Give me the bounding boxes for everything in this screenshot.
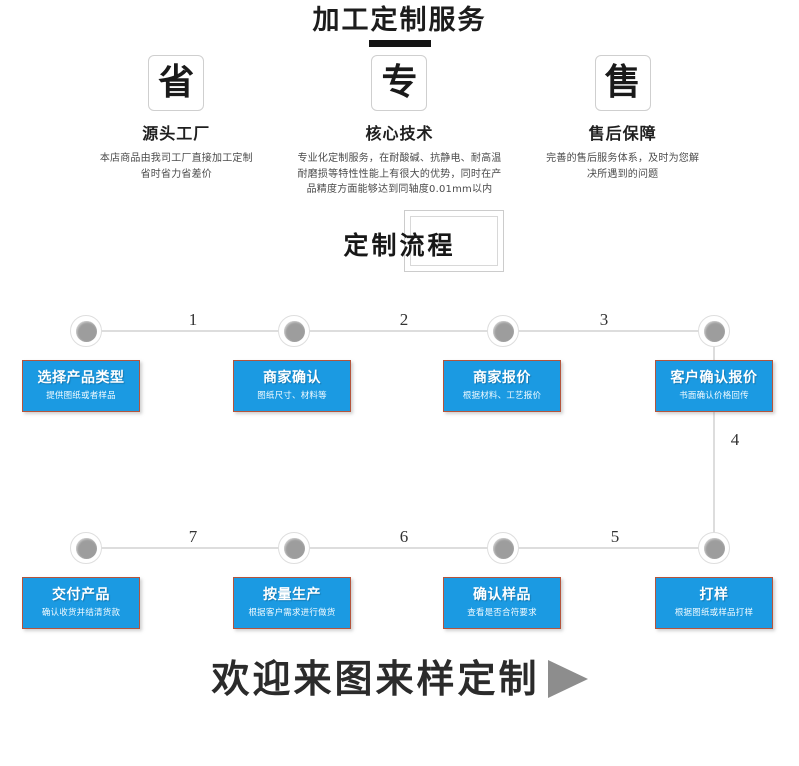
step-number-5: 5 (610, 527, 620, 546)
flow-card-title: 打样 (699, 587, 729, 604)
flow-card-title: 客户确认报价 (670, 370, 758, 387)
feature-description: 专业化定制服务，在耐酸碱、抗静电、耐高温耐磨损等特性性能上有很大的优势，同时在产… (297, 153, 502, 195)
flow-card-title: 确认样品 (473, 587, 531, 604)
save-character-badge: 省 (148, 55, 205, 111)
flow-card-title: 按量生产 (263, 587, 321, 604)
flow-node-1 (70, 315, 102, 347)
aftersales-character-badge: 售 (594, 55, 651, 111)
flow-node-2 (278, 315, 310, 347)
flow-card-title: 交付产品 (52, 587, 110, 604)
step-number-2: 2 (399, 310, 409, 329)
section-heading-label: 定制流程 (343, 231, 456, 260)
flow-card-subtitle: 根据图纸或样品打样 (674, 608, 754, 619)
flow-card-subtitle: 查看是否合符要求 (467, 608, 537, 619)
flow-card-select-product-type[interactable]: 选择产品类型 提供图纸或者样品 (22, 360, 140, 412)
flow-card-subtitle: 书面确认价格回传 (679, 391, 749, 402)
flow-card-title: 商家报价 (473, 370, 531, 387)
feature-list: 省 源头工厂 本店商品由我司工厂直接加工定制省时省力省差价 专 核心技术 专业化… (0, 55, 799, 198)
feature-item-after-sales: 售 售后保障 完善的售后服务体系，及时为您解决所遇到的问题 (518, 55, 727, 198)
page-title: 加工定制服务 (312, 5, 487, 36)
flow-node-8 (70, 532, 102, 564)
flow-card-sampling[interactable]: 打样 根据图纸或样品打样 (655, 577, 773, 629)
flow-card-subtitle: 确认收货并结清货款 (41, 608, 121, 619)
flow-node-6 (487, 532, 519, 564)
feature-title: 源头工厂 (142, 124, 211, 143)
feature-description: 本店商品由我司工厂直接加工定制省时省力省差价 (99, 153, 253, 180)
flow-connector-bottom (86, 547, 714, 549)
flow-node-4 (698, 315, 730, 347)
feature-description: 完善的售后服务体系，及时为您解决所遇到的问题 (546, 153, 700, 180)
flow-card-title: 商家确认 (263, 370, 321, 387)
step-number-3: 3 (599, 310, 609, 329)
flow-card-deliver-product[interactable]: 交付产品 确认收货并结清货款 (22, 577, 140, 629)
specialty-character-badge: 专 (371, 55, 428, 111)
flow-card-merchant-quote[interactable]: 商家报价 根据材料、工艺报价 (443, 360, 561, 412)
step-number-7: 7 (188, 527, 198, 546)
flow-card-subtitle: 图纸尺寸、材料等 (257, 391, 327, 402)
flow-connector-top (86, 330, 714, 332)
flow-card-confirm-sample[interactable]: 确认样品 查看是否合符要求 (443, 577, 561, 629)
flow-node-5 (698, 532, 730, 564)
right-arrow-icon (547, 660, 588, 698)
feature-item-source-factory: 省 源头工厂 本店商品由我司工厂直接加工定制省时省力省差价 (72, 55, 281, 198)
step-number-6: 6 (399, 527, 409, 546)
feature-title: 核心技术 (365, 124, 434, 143)
title-underline-bar (368, 39, 431, 47)
flow-card-subtitle: 根据客户需求进行做货 (248, 608, 336, 619)
heading-decoration-inner (410, 216, 498, 266)
flow-node-7 (278, 532, 310, 564)
flow-card-mass-production[interactable]: 按量生产 根据客户需求进行做货 (233, 577, 351, 629)
footer-banner: 欢迎来图来样定制 (0, 660, 799, 698)
page-header: 加工定制服务 (0, 6, 799, 47)
section-heading: 定制流程 (0, 210, 799, 278)
footer-slogan: 欢迎来图来样定制 (211, 657, 540, 701)
flow-card-customer-confirm-quote[interactable]: 客户确认报价 书面确认价格回传 (655, 360, 773, 412)
flow-card-subtitle: 根据材料、工艺报价 (462, 391, 542, 402)
flow-card-title: 选择产品类型 (37, 370, 125, 387)
flow-node-3 (487, 315, 519, 347)
flow-connector-right (713, 330, 715, 548)
heading-decoration-outer (404, 210, 504, 272)
feature-item-core-technology: 专 核心技术 专业化定制服务，在耐酸碱、抗静电、耐高温耐磨损等特性性能上有很大的… (281, 55, 519, 198)
step-number-1: 1 (188, 310, 198, 329)
flow-card-merchant-confirm[interactable]: 商家确认 图纸尺寸、材料等 (233, 360, 351, 412)
process-flow-diagram: 1 2 3 4 5 6 7 选择产品类型 提供图纸或者样品 商家确认 图纸尺寸、… (0, 300, 799, 640)
feature-title: 售后保障 (588, 124, 657, 143)
flow-card-subtitle: 提供图纸或者样品 (46, 391, 116, 402)
step-number-4: 4 (730, 430, 740, 449)
